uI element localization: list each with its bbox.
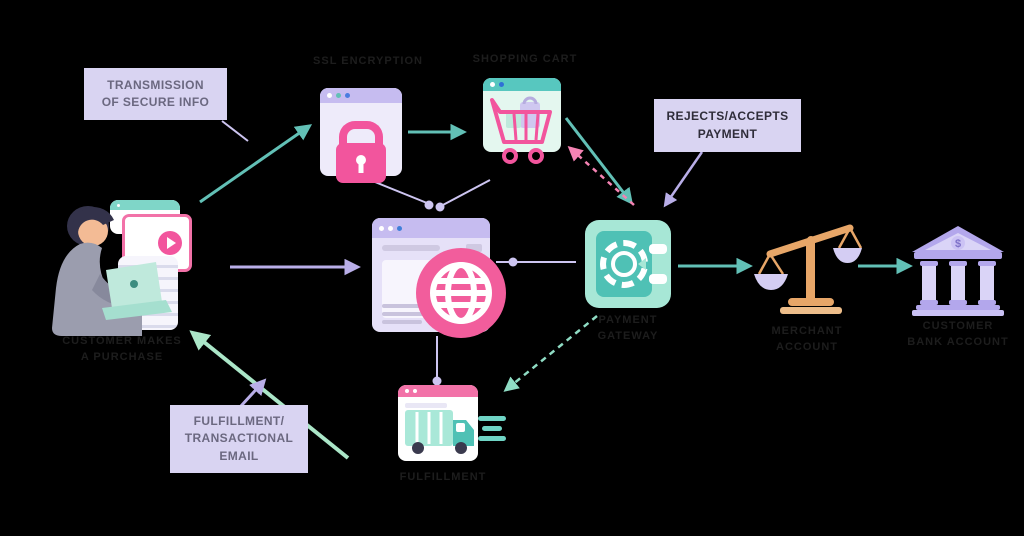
connector-node-dot xyxy=(432,376,442,386)
caption-bank-line1: CUSTOMER xyxy=(922,320,994,332)
balance-scale-icon xyxy=(754,224,862,314)
callout-rejects-line2: PAYMENT xyxy=(697,126,758,141)
callout-fulfillment-line3: EMAIL xyxy=(219,448,259,463)
caption-truck-text: FULFILLMENT xyxy=(399,471,487,483)
caption-customer-line1: CUSTOMER MAKES xyxy=(62,335,182,347)
browser-dot xyxy=(499,82,504,87)
shopping-cart-icon xyxy=(490,96,552,164)
browser-dot xyxy=(117,203,120,207)
caption-ssl: SSL ENCRYPTION xyxy=(298,54,438,70)
keyhole-stem xyxy=(358,163,364,173)
arrow-cart-to-gateway xyxy=(564,117,634,205)
bank-building-icon: $ xyxy=(912,226,1004,316)
browser-dot xyxy=(388,225,393,231)
connector-ssl-to-website xyxy=(369,179,428,204)
connector-node-dot xyxy=(435,202,445,212)
callout-fulfillment-line1: FULFILLMENT/ xyxy=(193,413,285,428)
callout-fulfillment-line2: TRANSACTIONAL xyxy=(184,431,294,446)
keyhole-icon xyxy=(356,155,366,165)
play-button-icon xyxy=(158,231,182,255)
caption-truck: FULFILLMENT xyxy=(383,470,503,486)
arrow-fulfillment-to-customer xyxy=(189,330,350,460)
text-line xyxy=(405,403,447,408)
callout-fulfillment-email: FULFILLMENT/ TRANSACTIONAL EMAIL xyxy=(170,405,308,473)
caption-cart-text: SHOPPING CART xyxy=(472,53,578,65)
bank-dollar-sign: $ xyxy=(955,238,961,250)
toolbar-chip xyxy=(466,244,482,252)
browser-dot xyxy=(490,82,495,87)
caption-merchant-line2: ACCOUNT xyxy=(776,340,838,353)
padlock-body-icon xyxy=(336,143,386,183)
caption-customer: CUSTOMER MAKES A PURCHASE xyxy=(42,334,202,366)
caption-gateway-line1: PAYMENT xyxy=(598,314,658,326)
connector-node-dot xyxy=(424,200,434,210)
caption-gateway-line2: GATEWAY xyxy=(597,329,659,342)
pointer-fulfillment-box xyxy=(239,378,267,408)
arrow-gateway-to-cart-dashed xyxy=(567,146,635,206)
safe-hinge xyxy=(649,244,667,254)
browser-dot xyxy=(327,93,332,98)
connector-node-dot xyxy=(508,257,518,267)
caption-customer-line2: A PURCHASE xyxy=(80,350,164,363)
caption-cart: SHOPPING CART xyxy=(455,52,595,68)
caption-merchant: MERCHANT ACCOUNT xyxy=(747,324,867,356)
pointer-rejects-box xyxy=(663,151,704,208)
safe-door xyxy=(596,231,652,297)
pointer-transmission-box xyxy=(221,120,249,142)
connector-cart-to-website xyxy=(440,179,491,207)
caption-ssl-text: SSL ENCRYPTION xyxy=(313,55,423,67)
safe-hinge xyxy=(649,274,667,284)
text-line xyxy=(382,312,434,316)
caption-merchant-line1: MERCHANT xyxy=(771,325,843,337)
callout-transmission-line2: OF SECURE INFO xyxy=(101,95,210,109)
text-line xyxy=(382,320,422,324)
browser-dot xyxy=(345,93,350,98)
arrow-gateway-to-truck-dashed xyxy=(503,315,598,392)
safe-vault-icon xyxy=(585,220,671,308)
address-bar xyxy=(382,245,440,251)
callout-transmission-line1: TRANSMISSION xyxy=(107,77,204,92)
callout-transmission: TRANSMISSION OF SECURE INFO xyxy=(84,68,227,120)
arrow-customer-to-ssl xyxy=(199,124,313,204)
browser-dot xyxy=(336,93,341,98)
safe-handle xyxy=(638,258,646,270)
text-line xyxy=(382,304,434,308)
caption-bank: CUSTOMER BANK ACCOUNT xyxy=(897,319,1019,351)
person-at-laptop-icon xyxy=(52,206,172,336)
caption-gateway: PAYMENT GATEWAY xyxy=(567,313,689,345)
browser-dot xyxy=(397,225,402,231)
callout-rejects-line1: REJECTS/ACCEPTS xyxy=(666,109,789,124)
browser-dot xyxy=(379,225,384,231)
padlock-browser-icon xyxy=(320,88,402,183)
padlock-shackle-icon xyxy=(339,121,383,155)
globe-icon xyxy=(416,248,506,338)
browser-dot xyxy=(405,389,409,393)
callout-rejects-accepts: REJECTS/ACCEPTS PAYMENT xyxy=(654,99,801,152)
caption-bank-line2: BANK ACCOUNT xyxy=(907,335,1009,348)
delivery-truck-icon xyxy=(405,410,506,454)
browser-dot xyxy=(413,389,417,393)
